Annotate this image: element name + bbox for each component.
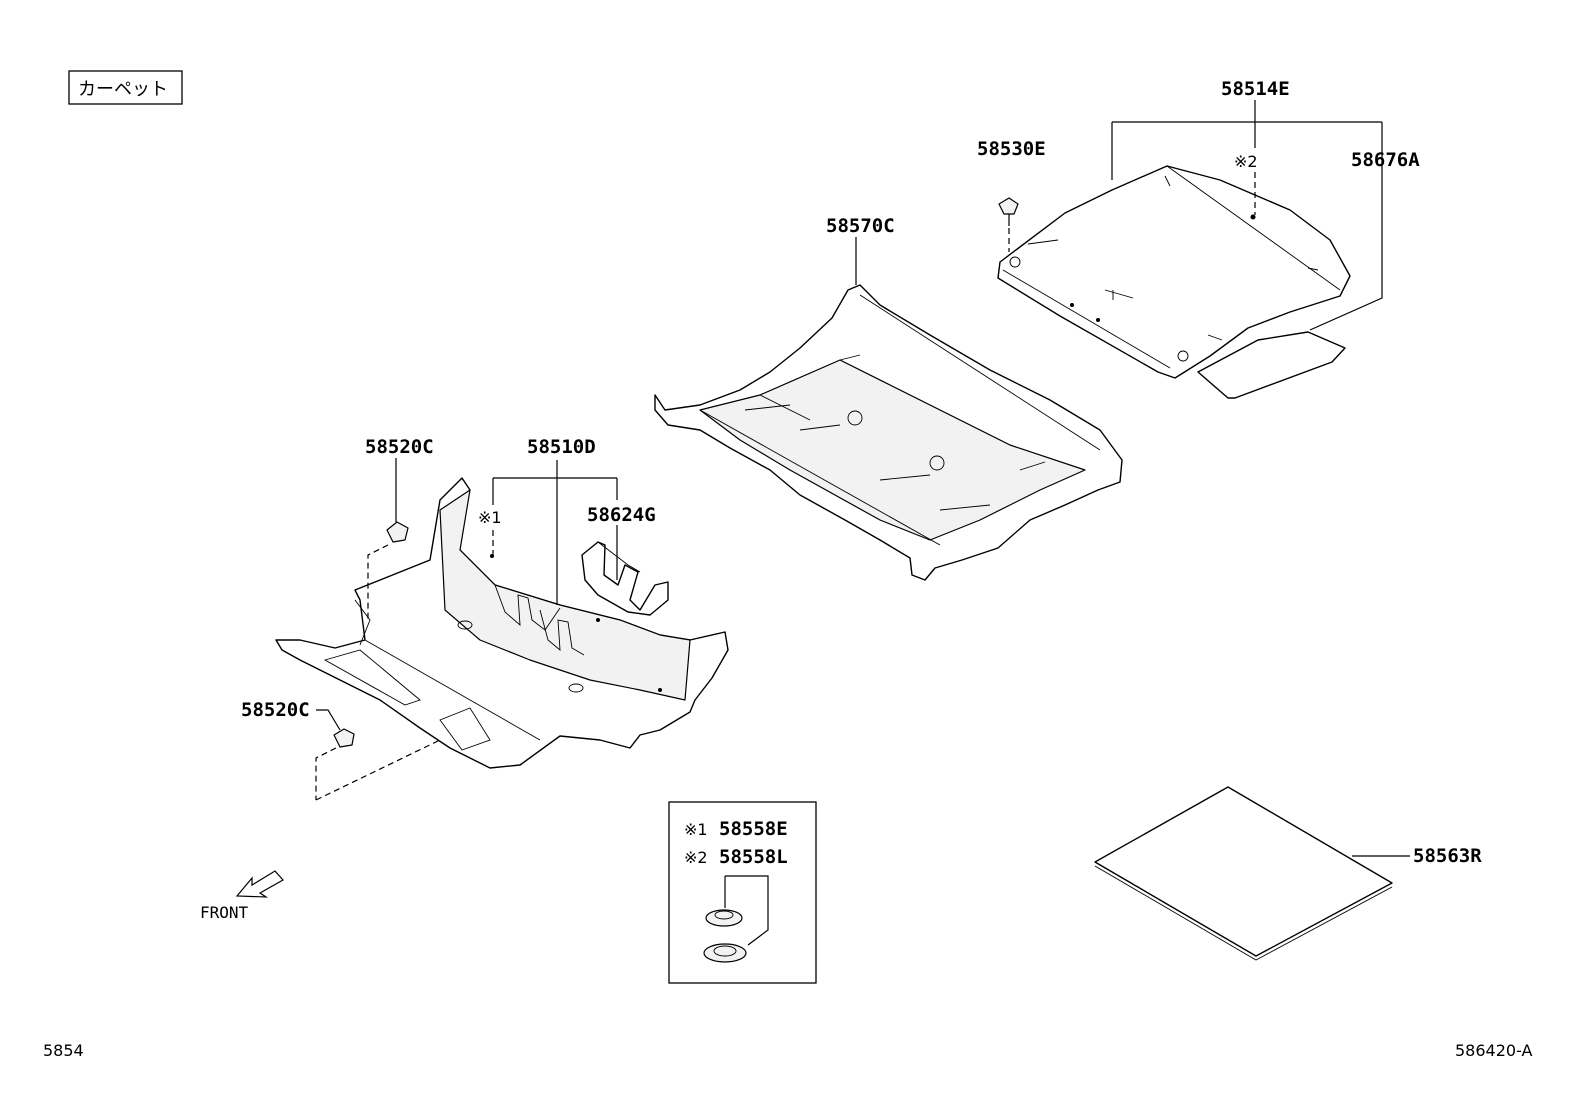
footer-page-code: 5854 <box>43 1041 84 1060</box>
front-label: FRONT <box>200 903 249 922</box>
part-label-58510D: 58510D <box>527 436 596 458</box>
legend-mark-2: ※2 <box>684 848 708 867</box>
part-label-58563R: 58563R <box>1413 845 1482 867</box>
part-label-58520C-bottom: 58520C <box>241 699 310 721</box>
mark-2-label: ※2 <box>1234 152 1258 171</box>
sheet-58563R-drawing <box>1094 786 1393 961</box>
part-label-58514E: 58514E <box>1221 78 1290 100</box>
section-title-box: カーペット <box>68 70 183 105</box>
carpet-58570C-drawing <box>654 284 1123 581</box>
section-title: カーペット <box>78 79 168 100</box>
part-label-58530E: 58530E <box>977 138 1046 160</box>
front-arrow-icon <box>235 870 284 898</box>
legend-part-58558L: 58558L <box>719 846 788 868</box>
clip-58520C-bottom-drawing <box>315 728 441 801</box>
carpet-58510D-drawing <box>275 477 729 769</box>
footer-diagram-code: 586420-A <box>1455 1041 1533 1060</box>
mark-1-label: ※1 <box>478 508 502 527</box>
part-label-58570C: 58570C <box>826 215 895 237</box>
leader-lines <box>316 100 1410 857</box>
bracket-58624G-drawing <box>581 541 669 616</box>
grommet-58558L-drawing <box>703 943 747 963</box>
clip-58530E-drawing <box>998 197 1019 252</box>
part-label-58624G: 58624G <box>587 504 656 526</box>
legend-part-58558E: 58558E <box>719 818 788 840</box>
part-label-58676A: 58676A <box>1351 149 1420 171</box>
grommet-legend-box: ※1 58558E ※2 58558L <box>668 801 817 984</box>
legend-mark-1: ※1 <box>684 820 708 839</box>
grommet-58558E-drawing <box>705 909 743 927</box>
clip-58520C-top-drawing <box>367 521 409 620</box>
tray-58514E-drawing <box>997 165 1351 399</box>
part-label-58520C-top: 58520C <box>365 436 434 458</box>
